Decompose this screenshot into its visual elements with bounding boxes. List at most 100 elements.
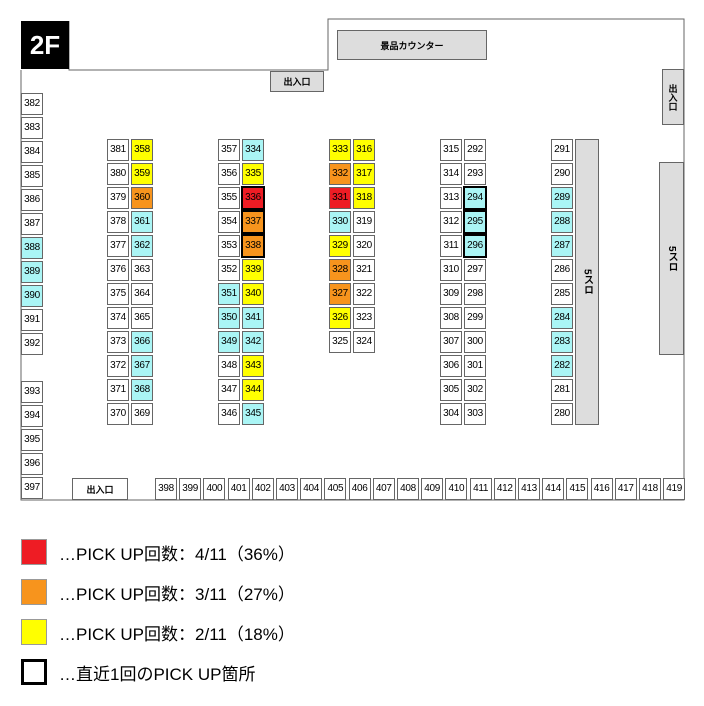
machine-383: 383 (21, 117, 43, 139)
machine-388: 388 (21, 237, 43, 259)
machine-399: 399 (179, 478, 202, 500)
machine-371: 371 (107, 379, 129, 401)
machine-358: 358 (131, 139, 153, 161)
machine-313: 313 (440, 187, 462, 209)
machine-377: 377 (107, 235, 129, 257)
machine-369: 369 (131, 403, 153, 425)
machine-321: 321 (353, 259, 375, 281)
machine-330: 330 (329, 211, 351, 233)
machine-354: 354 (218, 211, 240, 233)
machine-419: 419 (663, 478, 686, 500)
machine-407: 407 (372, 478, 395, 500)
machine-352: 352 (218, 259, 240, 281)
machine-357: 357 (218, 139, 240, 161)
legend-text: …直近1回のPICK UP箇所 (59, 664, 256, 684)
machine-336: 336 (242, 187, 264, 209)
machine-374: 374 (107, 307, 129, 329)
machine-381: 381 (107, 139, 129, 161)
machine-366: 366 (131, 331, 153, 353)
machine-365: 365 (131, 307, 153, 329)
machine-362: 362 (131, 235, 153, 257)
machine-375: 375 (107, 283, 129, 305)
machine-361: 361 (131, 211, 153, 233)
machine-316: 316 (353, 139, 375, 161)
machine-297: 297 (464, 259, 486, 281)
machine-376: 376 (107, 259, 129, 281)
machine-327: 327 (329, 283, 351, 305)
floor-label: 2F (21, 21, 69, 69)
machine-320: 320 (353, 235, 375, 257)
machine-317: 317 (353, 163, 375, 185)
machine-298: 298 (464, 283, 486, 305)
machine-415: 415 (566, 478, 589, 500)
machine-342: 342 (242, 331, 264, 353)
machine-304: 304 (440, 403, 462, 425)
legend-swatch-outline (21, 659, 47, 685)
machine-370: 370 (107, 403, 129, 425)
machine-282: 282 (551, 355, 573, 377)
machine-296: 296 (464, 235, 486, 257)
machine-391: 391 (21, 309, 43, 331)
machine-308: 308 (440, 307, 462, 329)
machine-390: 390 (21, 285, 43, 307)
machine-400: 400 (203, 478, 226, 500)
machine-373: 373 (107, 331, 129, 353)
machine-403: 403 (276, 478, 298, 500)
machine-417: 417 (614, 478, 637, 500)
prize-counter: 景品カウンター (337, 30, 487, 60)
machine-359: 359 (131, 163, 153, 185)
slot-area-right: 5スロ (659, 162, 684, 355)
legend-row: …PICK UP回数：2/11（18%） (21, 618, 295, 646)
machine-311: 311 (440, 235, 462, 257)
machine-283: 283 (551, 331, 573, 353)
machine-372: 372 (107, 355, 129, 377)
machine-326: 326 (329, 307, 351, 329)
machine-302: 302 (464, 379, 486, 401)
machine-395: 395 (21, 429, 43, 451)
machine-412: 412 (493, 478, 516, 500)
machine-404: 404 (300, 478, 323, 500)
machine-413: 413 (518, 478, 540, 500)
machine-305: 305 (440, 379, 462, 401)
machine-337: 337 (242, 211, 264, 233)
machine-349: 349 (218, 331, 240, 353)
machine-324: 324 (353, 331, 375, 353)
machine-398: 398 (155, 478, 177, 500)
machine-392: 392 (21, 333, 43, 355)
machine-409: 409 (421, 478, 444, 500)
legend-text: …PICK UP回数：3/11（27%） (59, 584, 295, 604)
machine-341: 341 (242, 307, 264, 329)
machine-340: 340 (242, 283, 264, 305)
machine-405: 405 (324, 478, 347, 500)
machine-291: 291 (551, 139, 573, 161)
machine-406: 406 (348, 478, 371, 500)
machine-346: 346 (218, 403, 240, 425)
machine-286: 286 (551, 259, 573, 281)
machine-356: 356 (218, 163, 240, 185)
legend-row: …PICK UP回数：4/11（36%） (21, 538, 295, 566)
legend-swatch-red (21, 539, 47, 565)
machine-414: 414 (542, 478, 565, 500)
machine-385: 385 (21, 165, 43, 187)
machine-380: 380 (107, 163, 129, 185)
machine-281: 281 (551, 379, 573, 401)
machine-416: 416 (590, 478, 613, 500)
machine-310: 310 (440, 259, 462, 281)
machine-401: 401 (227, 478, 250, 500)
machine-348: 348 (218, 355, 240, 377)
machine-345: 345 (242, 403, 264, 425)
machine-315: 315 (440, 139, 462, 161)
machine-382: 382 (21, 93, 43, 115)
machine-289: 289 (551, 187, 573, 209)
machine-364: 364 (131, 283, 153, 305)
machine-351: 351 (218, 283, 240, 305)
machine-301: 301 (464, 355, 486, 377)
machine-314: 314 (440, 163, 462, 185)
machine-379: 379 (107, 187, 129, 209)
slot-area-island: 5スロ (575, 139, 599, 425)
machine-309: 309 (440, 283, 462, 305)
floor-outline (20, 18, 685, 501)
machine-299: 299 (464, 307, 486, 329)
machine-338: 338 (242, 235, 264, 257)
